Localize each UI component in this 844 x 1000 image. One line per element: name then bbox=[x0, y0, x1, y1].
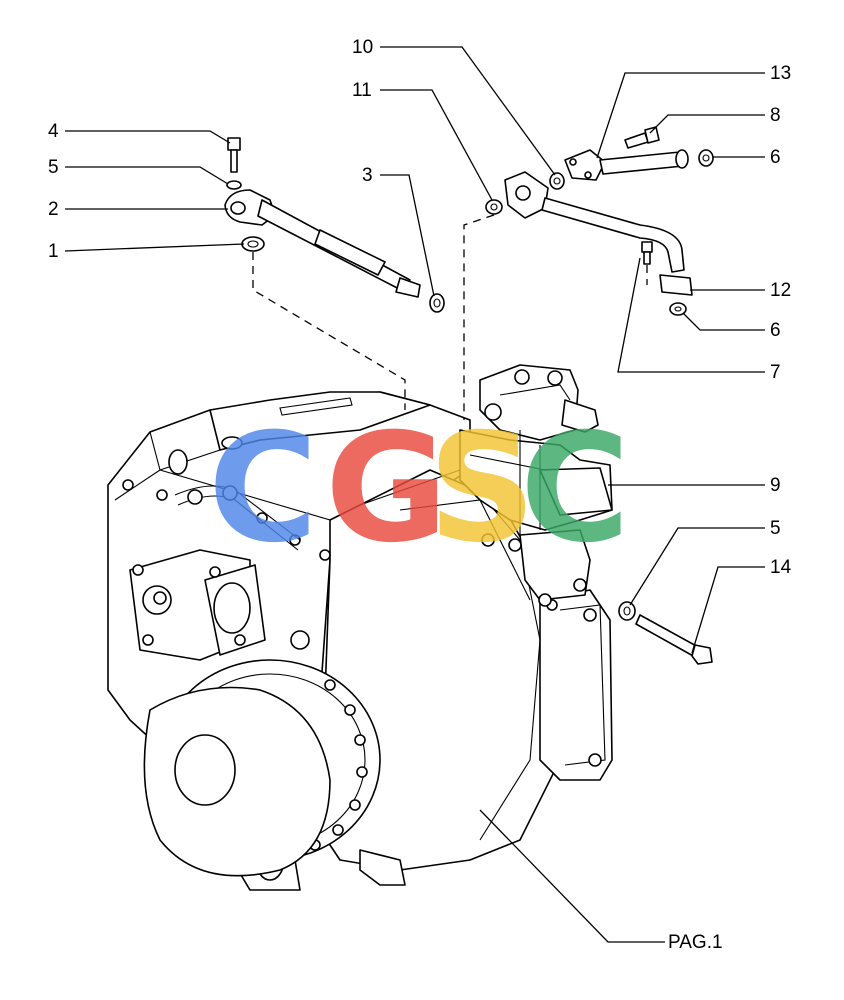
callout-4: 4 bbox=[48, 121, 59, 142]
callout-5-upper: 5 bbox=[48, 157, 59, 178]
callout-7: 7 bbox=[770, 362, 781, 383]
watermark-letter-s: S bbox=[428, 402, 536, 576]
leader-lines bbox=[64, 46, 765, 943]
assembly-path-right bbox=[463, 214, 495, 420]
watermark-logo: C G S C bbox=[208, 402, 630, 576]
watermark-letter-c2: C bbox=[520, 402, 630, 576]
callout-pag1: PAG.1 bbox=[668, 932, 723, 953]
mounting-bolt-14 bbox=[618, 601, 713, 665]
callout-9: 9 bbox=[770, 475, 781, 496]
callout-6-upper: 6 bbox=[770, 147, 781, 168]
transmission-housing bbox=[107, 391, 613, 891]
control-valve-block bbox=[459, 364, 613, 607]
callout-5-lower: 5 bbox=[770, 518, 781, 539]
callout-10: 10 bbox=[352, 37, 373, 58]
callout-8: 8 bbox=[770, 105, 781, 126]
callout-13: 13 bbox=[770, 63, 791, 84]
watermark-letter-g: G bbox=[325, 402, 448, 576]
callout-14: 14 bbox=[770, 557, 792, 578]
lubrication-pipe-left bbox=[224, 137, 445, 313]
callout-12: 12 bbox=[770, 280, 791, 301]
lubrication-pipe-right bbox=[485, 126, 714, 316]
callout-6-lower: 6 bbox=[770, 320, 781, 341]
callout-11: 11 bbox=[352, 80, 372, 101]
callout-2: 2 bbox=[48, 199, 59, 220]
callout-1: 1 bbox=[48, 241, 59, 262]
assembly-path-left bbox=[252, 252, 406, 410]
callout-3: 3 bbox=[362, 165, 373, 186]
watermark-letter-c1: C bbox=[208, 402, 318, 576]
